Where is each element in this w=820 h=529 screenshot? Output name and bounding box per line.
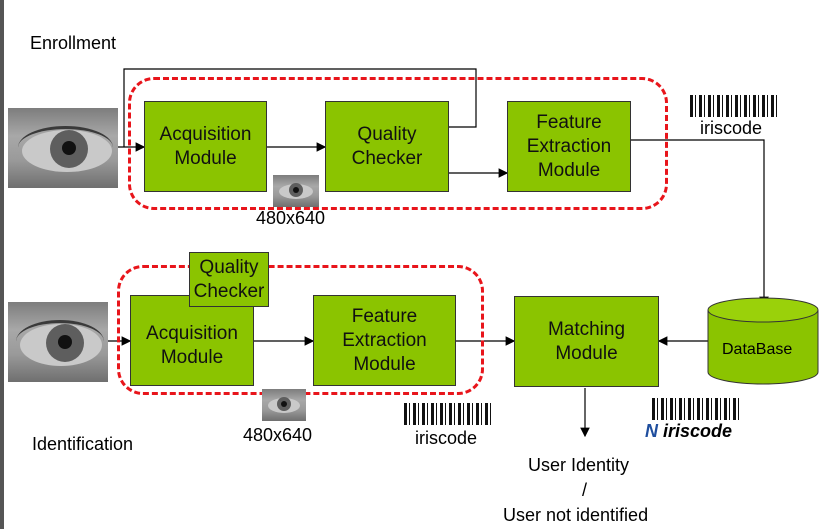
feedback-loop (123, 68, 477, 147)
database-cylinder (707, 297, 819, 385)
database-label: DataBase (722, 341, 793, 358)
database-iriscode-barcode (652, 398, 742, 420)
enrollment-image-size: 480x640 (256, 208, 326, 228)
enrollment-eye-image (8, 108, 118, 188)
identification-eye-thumbnail (262, 389, 306, 421)
enrollment-iriscode-label: iriscode (700, 118, 763, 138)
arrow-feature-to-database (631, 139, 769, 307)
identification-label: Identification (32, 434, 134, 454)
user-identity-label: User Identity (528, 455, 630, 475)
identification-image-size: 480x640 (243, 425, 313, 445)
n-iriscode-label: N iriscode (645, 421, 732, 442)
enrollment-eye-thumbnail (273, 175, 319, 207)
identification-iriscode-barcode (404, 403, 494, 425)
enrollment-label: Enrollment (30, 33, 117, 53)
window-edge (0, 0, 4, 529)
n-iriscode-text: iriscode (663, 421, 733, 441)
identification-iriscode-label: iriscode (415, 428, 478, 448)
identification-eye-image (8, 302, 108, 382)
output-separator: / (582, 480, 588, 500)
n-prefix: N (645, 421, 658, 441)
user-not-identified-label: User not identified (503, 505, 649, 525)
enrollment-dashed-group (128, 77, 668, 210)
enrollment-iriscode-barcode (690, 95, 780, 117)
